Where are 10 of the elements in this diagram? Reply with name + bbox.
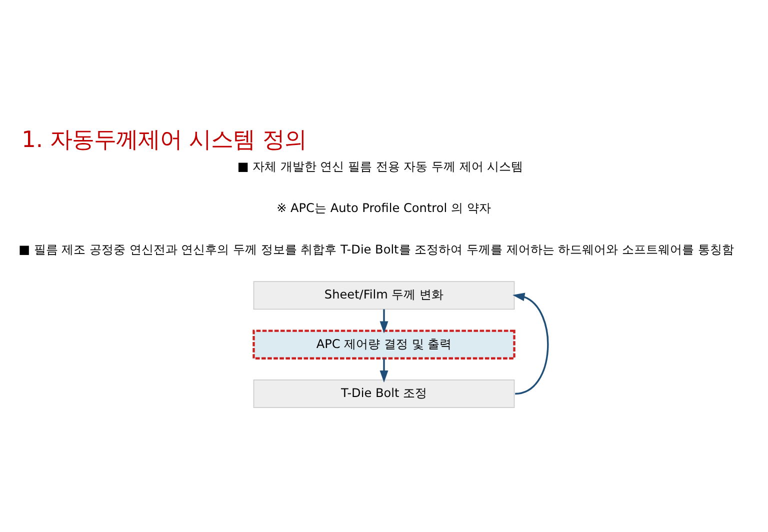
node-box: Sheet/Film 두께 변화	[253, 280, 515, 310]
arrow	[512, 292, 549, 394]
label: ■ 자체 개발한 연신 필름 전용 자동 두께 제어 시스템	[237, 158, 524, 173]
label: ■ 필름 제조 공정중 연신전과 연신후의 두께 정보를 취합후 T-Die Bolt를 조정하여 두께를 제어하는 하드웨어와 소프트웨어를 통칭함	[18, 242, 734, 256]
arrow	[380, 358, 388, 382]
node-box: APC 제어량 결정 및 출력	[252, 329, 516, 359]
node-box: T-Die Bolt 조정	[253, 379, 515, 408]
arrow	[380, 308, 388, 333]
diagram-title: 1. 자동두께제어 시스템 정의	[22, 126, 306, 152]
label: ※ APC는 Auto Profile Control 의 약자	[276, 200, 491, 214]
